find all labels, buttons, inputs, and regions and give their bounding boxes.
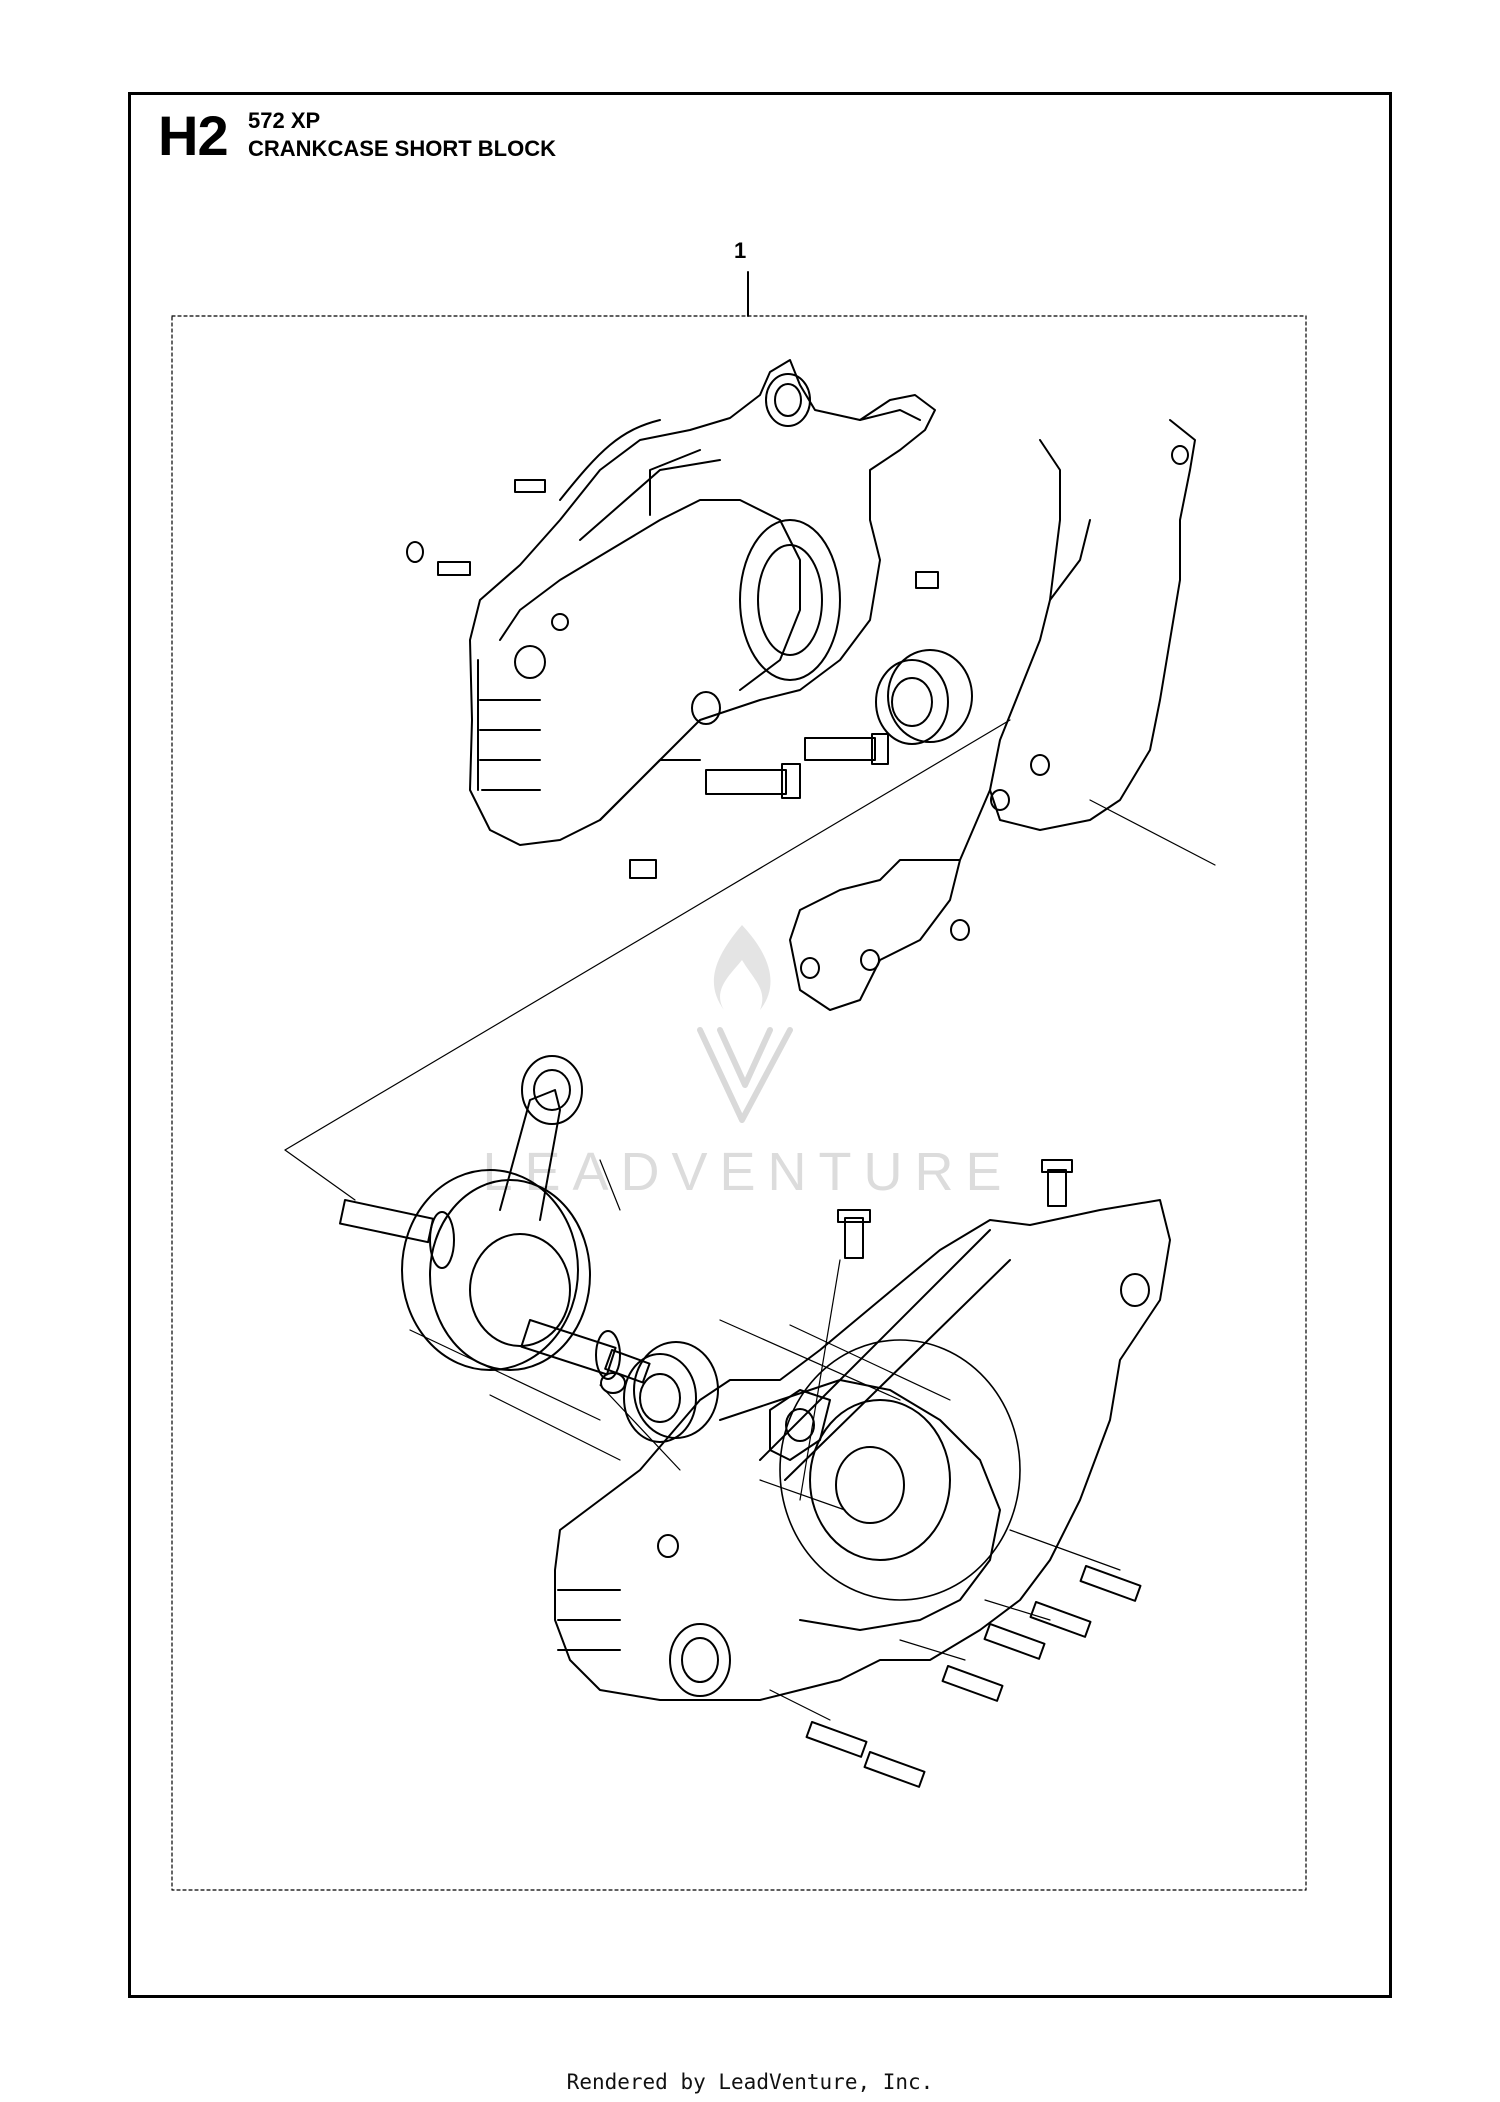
main-bearing-upper [875, 649, 973, 745]
bolt [844, 1217, 864, 1259]
dowel-pin [629, 859, 657, 879]
callout-1: 1 [734, 238, 747, 263]
dowel-pin [915, 571, 939, 589]
cap-screws [805, 1564, 1142, 1788]
plug-pin-head [871, 733, 889, 765]
crankcase-upper-half [469, 359, 936, 846]
crankshaft-assembly [339, 1055, 651, 1384]
crankcase-gasket [789, 419, 1196, 1011]
assembly-lines [284, 719, 1216, 1721]
diagram-frame [128, 92, 1392, 1998]
page-ref-code: H2 [158, 104, 229, 167]
dowel-pin [514, 479, 546, 493]
crankcase-lower-half [554, 1199, 1171, 1701]
washer [600, 1372, 626, 1394]
footer-credit: Rendered by LeadVenture, Inc. [566, 2070, 934, 2094]
plug-pin [804, 737, 876, 761]
bolt-head [837, 1209, 871, 1223]
bolt-head [1041, 1159, 1073, 1173]
bolt [1047, 1169, 1067, 1207]
plug-pin-head [781, 763, 801, 799]
flame-v-logo-icon [713, 925, 771, 1010]
model-label: 572 XP [248, 108, 321, 133]
upper-fasteners [406, 479, 939, 879]
watermark-logo [697, 925, 793, 1123]
washer [406, 541, 424, 563]
watermark-text: LEADVENTURE [482, 1142, 1013, 1202]
screw [437, 561, 471, 576]
kit-boundary [171, 315, 1307, 1891]
plug-pin [705, 769, 787, 795]
main-bearing-lower [623, 1341, 719, 1443]
lower-fasteners [600, 1159, 1142, 1788]
diagram-title: CRANKCASE SHORT BLOCK [248, 136, 556, 161]
